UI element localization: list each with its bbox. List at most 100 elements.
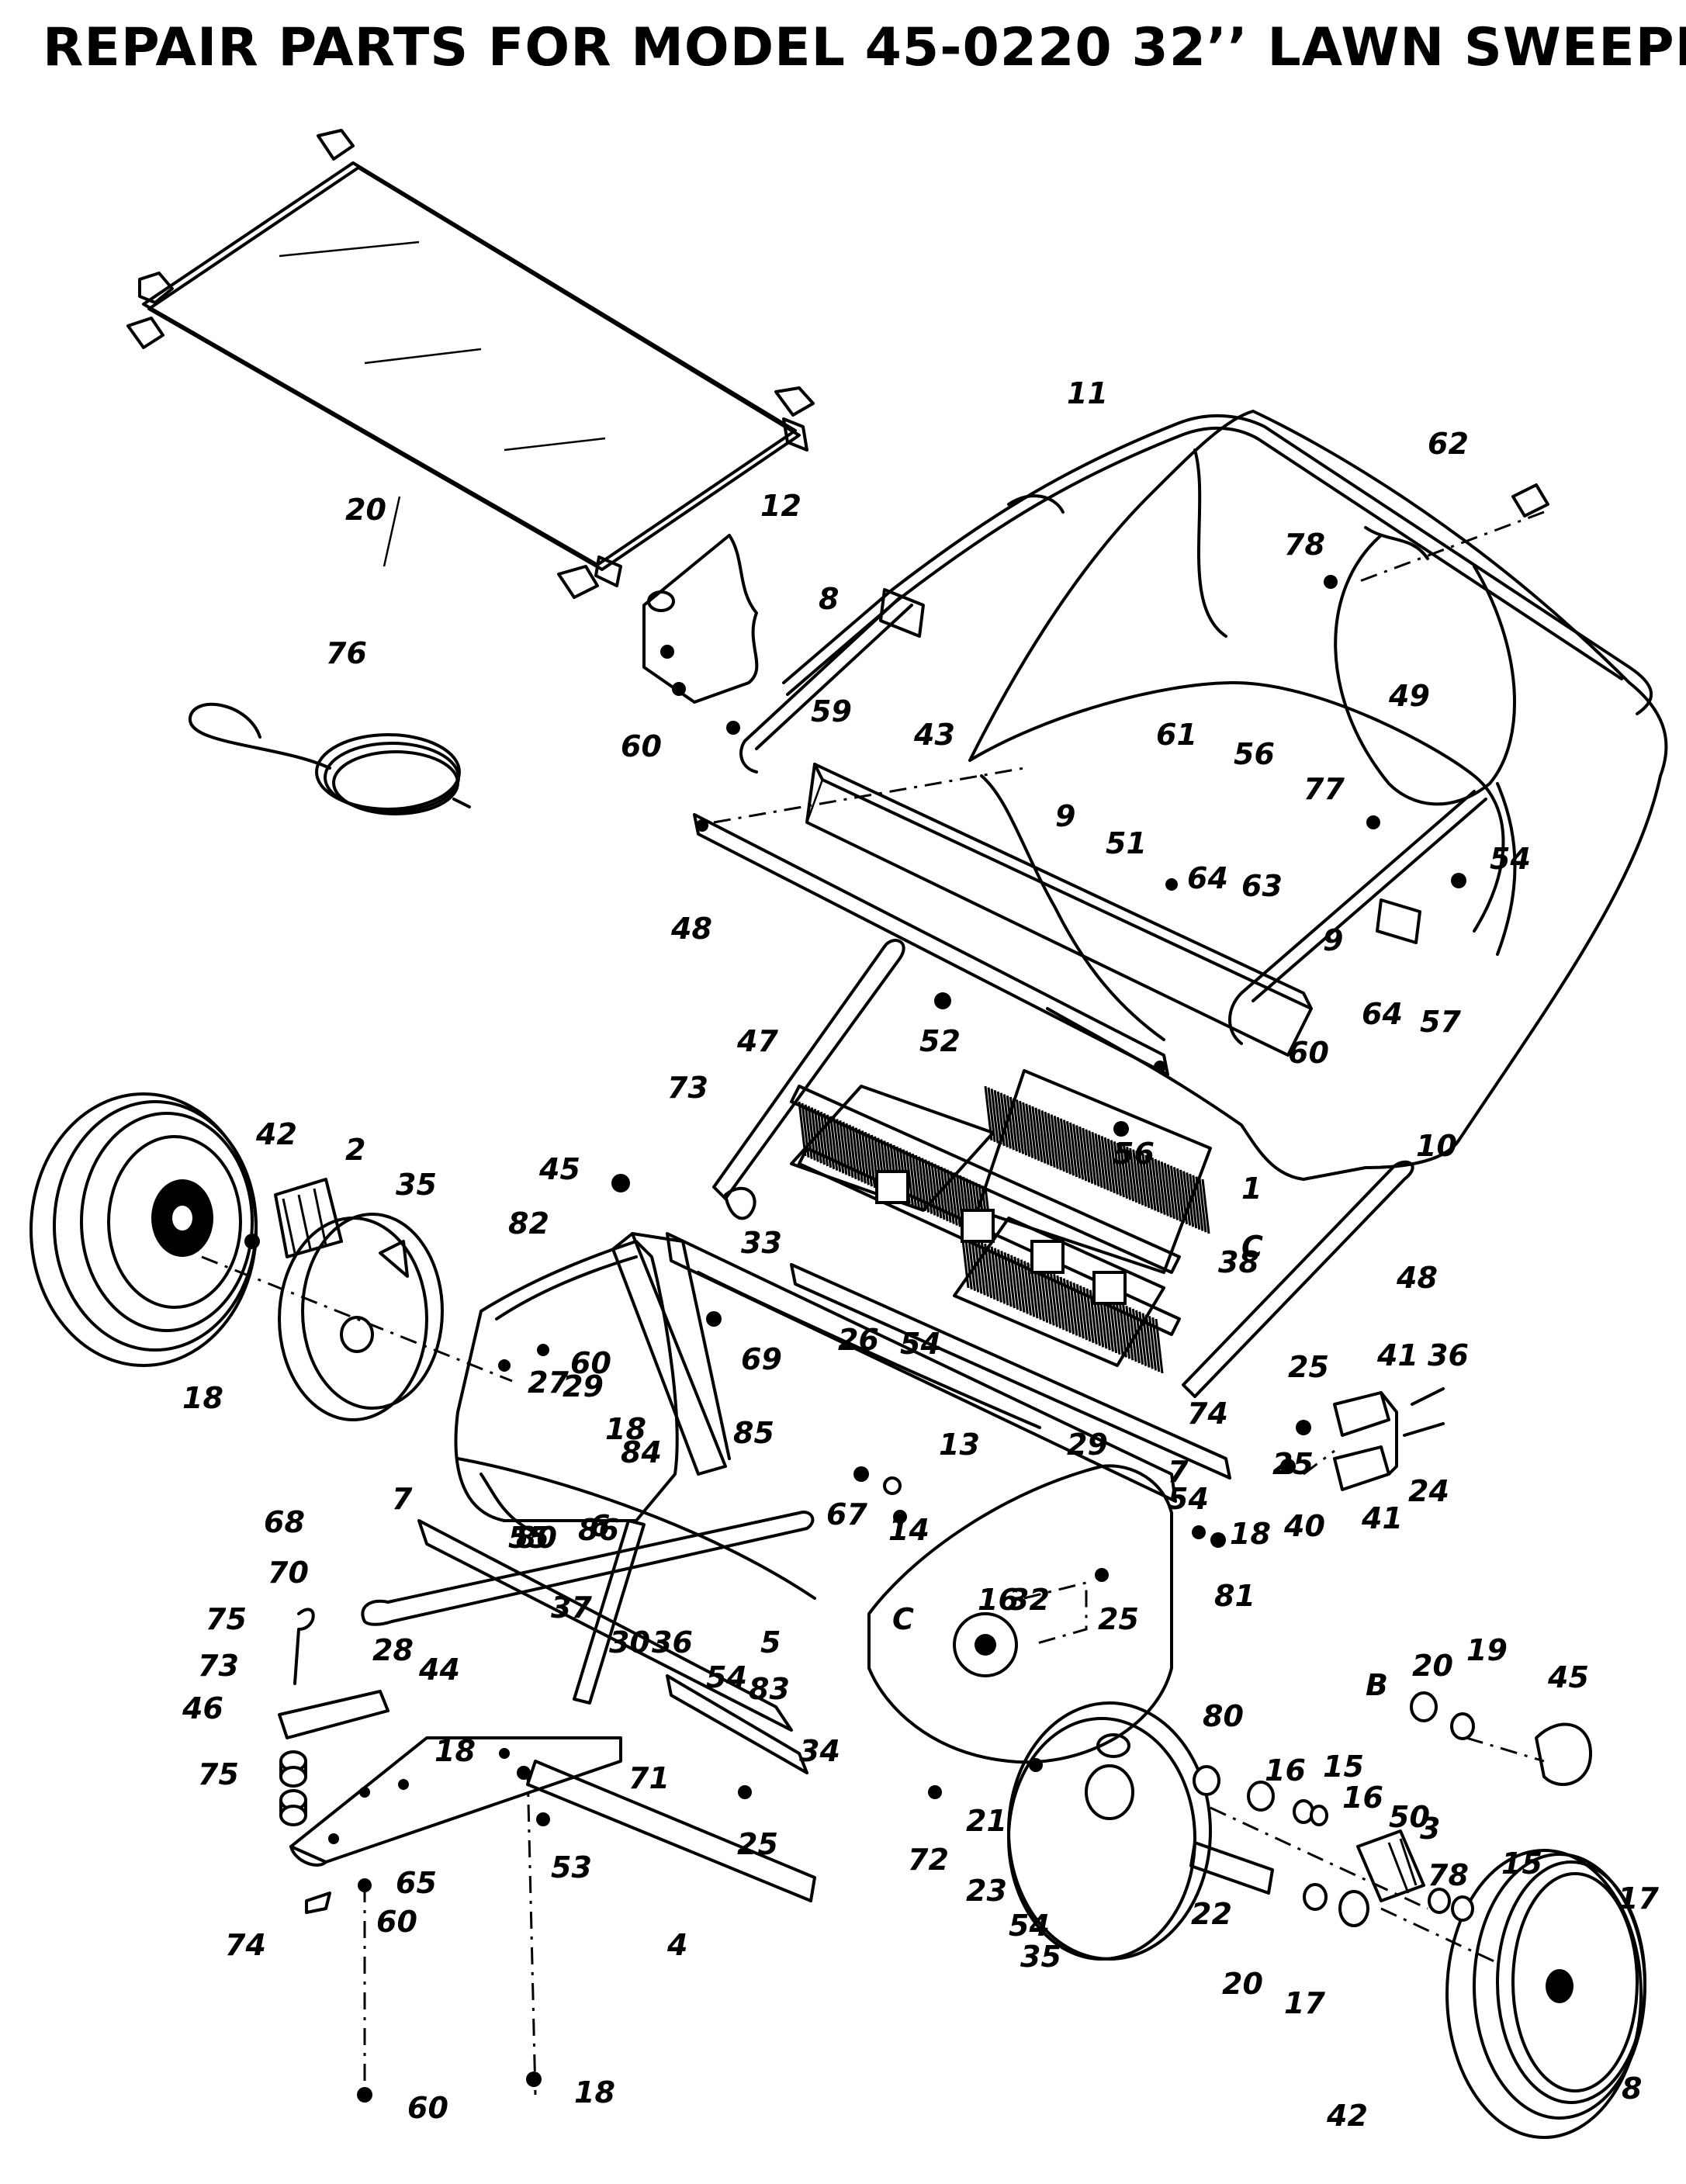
bristle <box>1020 1259 1029 1314</box>
bristle <box>1031 1106 1040 1161</box>
bristle <box>984 1243 993 1299</box>
bristle <box>1082 1286 1092 1342</box>
bristle <box>996 1091 1006 1147</box>
bristle <box>867 1133 876 1189</box>
bristle <box>1023 1261 1032 1316</box>
callout-80: 77 <box>1303 772 1345 806</box>
callout-67: 67 <box>826 1497 867 1532</box>
handle-clamp-parts <box>278 1608 389 1914</box>
bristle <box>1157 1160 1166 1215</box>
bristle <box>829 1116 839 1171</box>
callout-20: 20 <box>1222 1967 1263 2001</box>
pinion-gear <box>274 1178 343 1258</box>
bristle <box>1110 1140 1119 1195</box>
bag-cross-bars <box>693 763 1313 1076</box>
bristle <box>1040 1110 1050 1165</box>
bag-frame-bracket <box>642 534 759 704</box>
callout-82: 80 <box>516 1521 557 1555</box>
bristle <box>1135 1310 1144 1365</box>
bristle <box>826 1114 836 1169</box>
bristle <box>984 1085 993 1141</box>
bristle <box>1125 1306 1134 1361</box>
callout-18: 18 <box>605 1412 646 1446</box>
bristle <box>1046 1271 1055 1326</box>
bristle <box>1103 1137 1113 1192</box>
bristle <box>1034 1107 1044 1162</box>
callout-54: 53 <box>551 1850 592 1885</box>
callout-69: 69 <box>741 1342 782 1376</box>
bristle <box>1128 1307 1137 1362</box>
triangle-strut <box>611 1232 731 1476</box>
bag-divider-hoop <box>1334 534 1516 806</box>
bristle <box>1169 1165 1179 1220</box>
housing-plates <box>666 1232 1231 1503</box>
side-rods <box>712 939 1414 1398</box>
callout-B: B <box>1366 1668 1388 1702</box>
callout-18: 18 <box>434 1734 476 1768</box>
bristle <box>807 1106 816 1161</box>
bristle <box>1120 1144 1128 1199</box>
bristle <box>1056 1116 1065 1172</box>
fasteners <box>244 483 1549 2103</box>
callout-63: 62 <box>1428 427 1469 461</box>
callout-47: 46 <box>182 1691 223 1725</box>
callout-56: 56 <box>1234 737 1275 771</box>
bristle <box>1040 1268 1049 1323</box>
bristle <box>1195 1176 1204 1231</box>
bristle <box>1166 1164 1175 1220</box>
diagram-title: REPAIR PARTS FOR MODEL 45-0220 32’’ LAWN… <box>43 17 1686 78</box>
bristle <box>1049 1272 1058 1327</box>
bristle <box>993 1248 1002 1303</box>
callout-81: 80 <box>1203 1699 1244 1733</box>
callout-50: 49 <box>1388 679 1430 713</box>
bristle <box>1044 1111 1053 1167</box>
callout-61: 60 <box>1288 1036 1329 1070</box>
callout-58: 57 <box>1420 1005 1461 1039</box>
callout-15: 15 <box>1323 1750 1364 1784</box>
callout-32: 32 <box>1009 1583 1050 1617</box>
housing-left-side <box>454 1240 679 1538</box>
bristle <box>1022 1102 1031 1158</box>
callout-7: 7 <box>392 1482 413 1516</box>
left-wheel <box>29 1092 258 1367</box>
bristle <box>1028 1105 1037 1160</box>
callout-84: 82 <box>508 1206 549 1241</box>
bristle <box>816 1110 826 1165</box>
bristle <box>1105 1296 1114 1352</box>
grass-bag <box>968 410 1668 1181</box>
callout-36: 36 <box>1428 1338 1469 1372</box>
bristle <box>1006 1095 1015 1151</box>
bristle <box>936 1165 946 1220</box>
callout-54: 54 <box>706 1660 747 1694</box>
bristle <box>1151 1317 1161 1372</box>
callout-74: 74 <box>1187 1397 1228 1431</box>
callout-25: 25 <box>737 1827 778 1861</box>
bristle <box>851 1126 860 1181</box>
bristle <box>1053 1274 1062 1329</box>
housing-right-side <box>867 1464 1173 1764</box>
bristle <box>1000 1251 1009 1306</box>
bristle <box>1025 1103 1034 1158</box>
bristle <box>1091 1131 1100 1187</box>
bristle <box>915 1154 923 1210</box>
callout-16: 16 <box>1342 1781 1383 1815</box>
link-bar <box>573 1519 646 1705</box>
bristle <box>993 1090 1002 1145</box>
bristle <box>1009 1096 1018 1152</box>
callout-25: 25 <box>1272 1447 1314 1481</box>
bristle <box>1163 1162 1172 1218</box>
callout-8: 8 <box>819 582 839 616</box>
callout-21: 21 <box>966 1804 1007 1838</box>
callout-18: 18 <box>182 1381 223 1415</box>
callout-40: 40 <box>1283 1509 1325 1543</box>
callout-54: 54 <box>1009 1909 1050 1943</box>
callout-15: 15 <box>1501 1847 1542 1881</box>
bristle <box>1072 1123 1082 1179</box>
bristle <box>1116 1142 1125 1198</box>
bristle <box>1053 1116 1062 1171</box>
bristle <box>1088 1130 1097 1185</box>
callout-76: 75 <box>206 1602 247 1636</box>
bristle <box>804 1104 813 1159</box>
bristle <box>1085 1129 1094 1184</box>
callout-64: 63 <box>1241 869 1283 903</box>
